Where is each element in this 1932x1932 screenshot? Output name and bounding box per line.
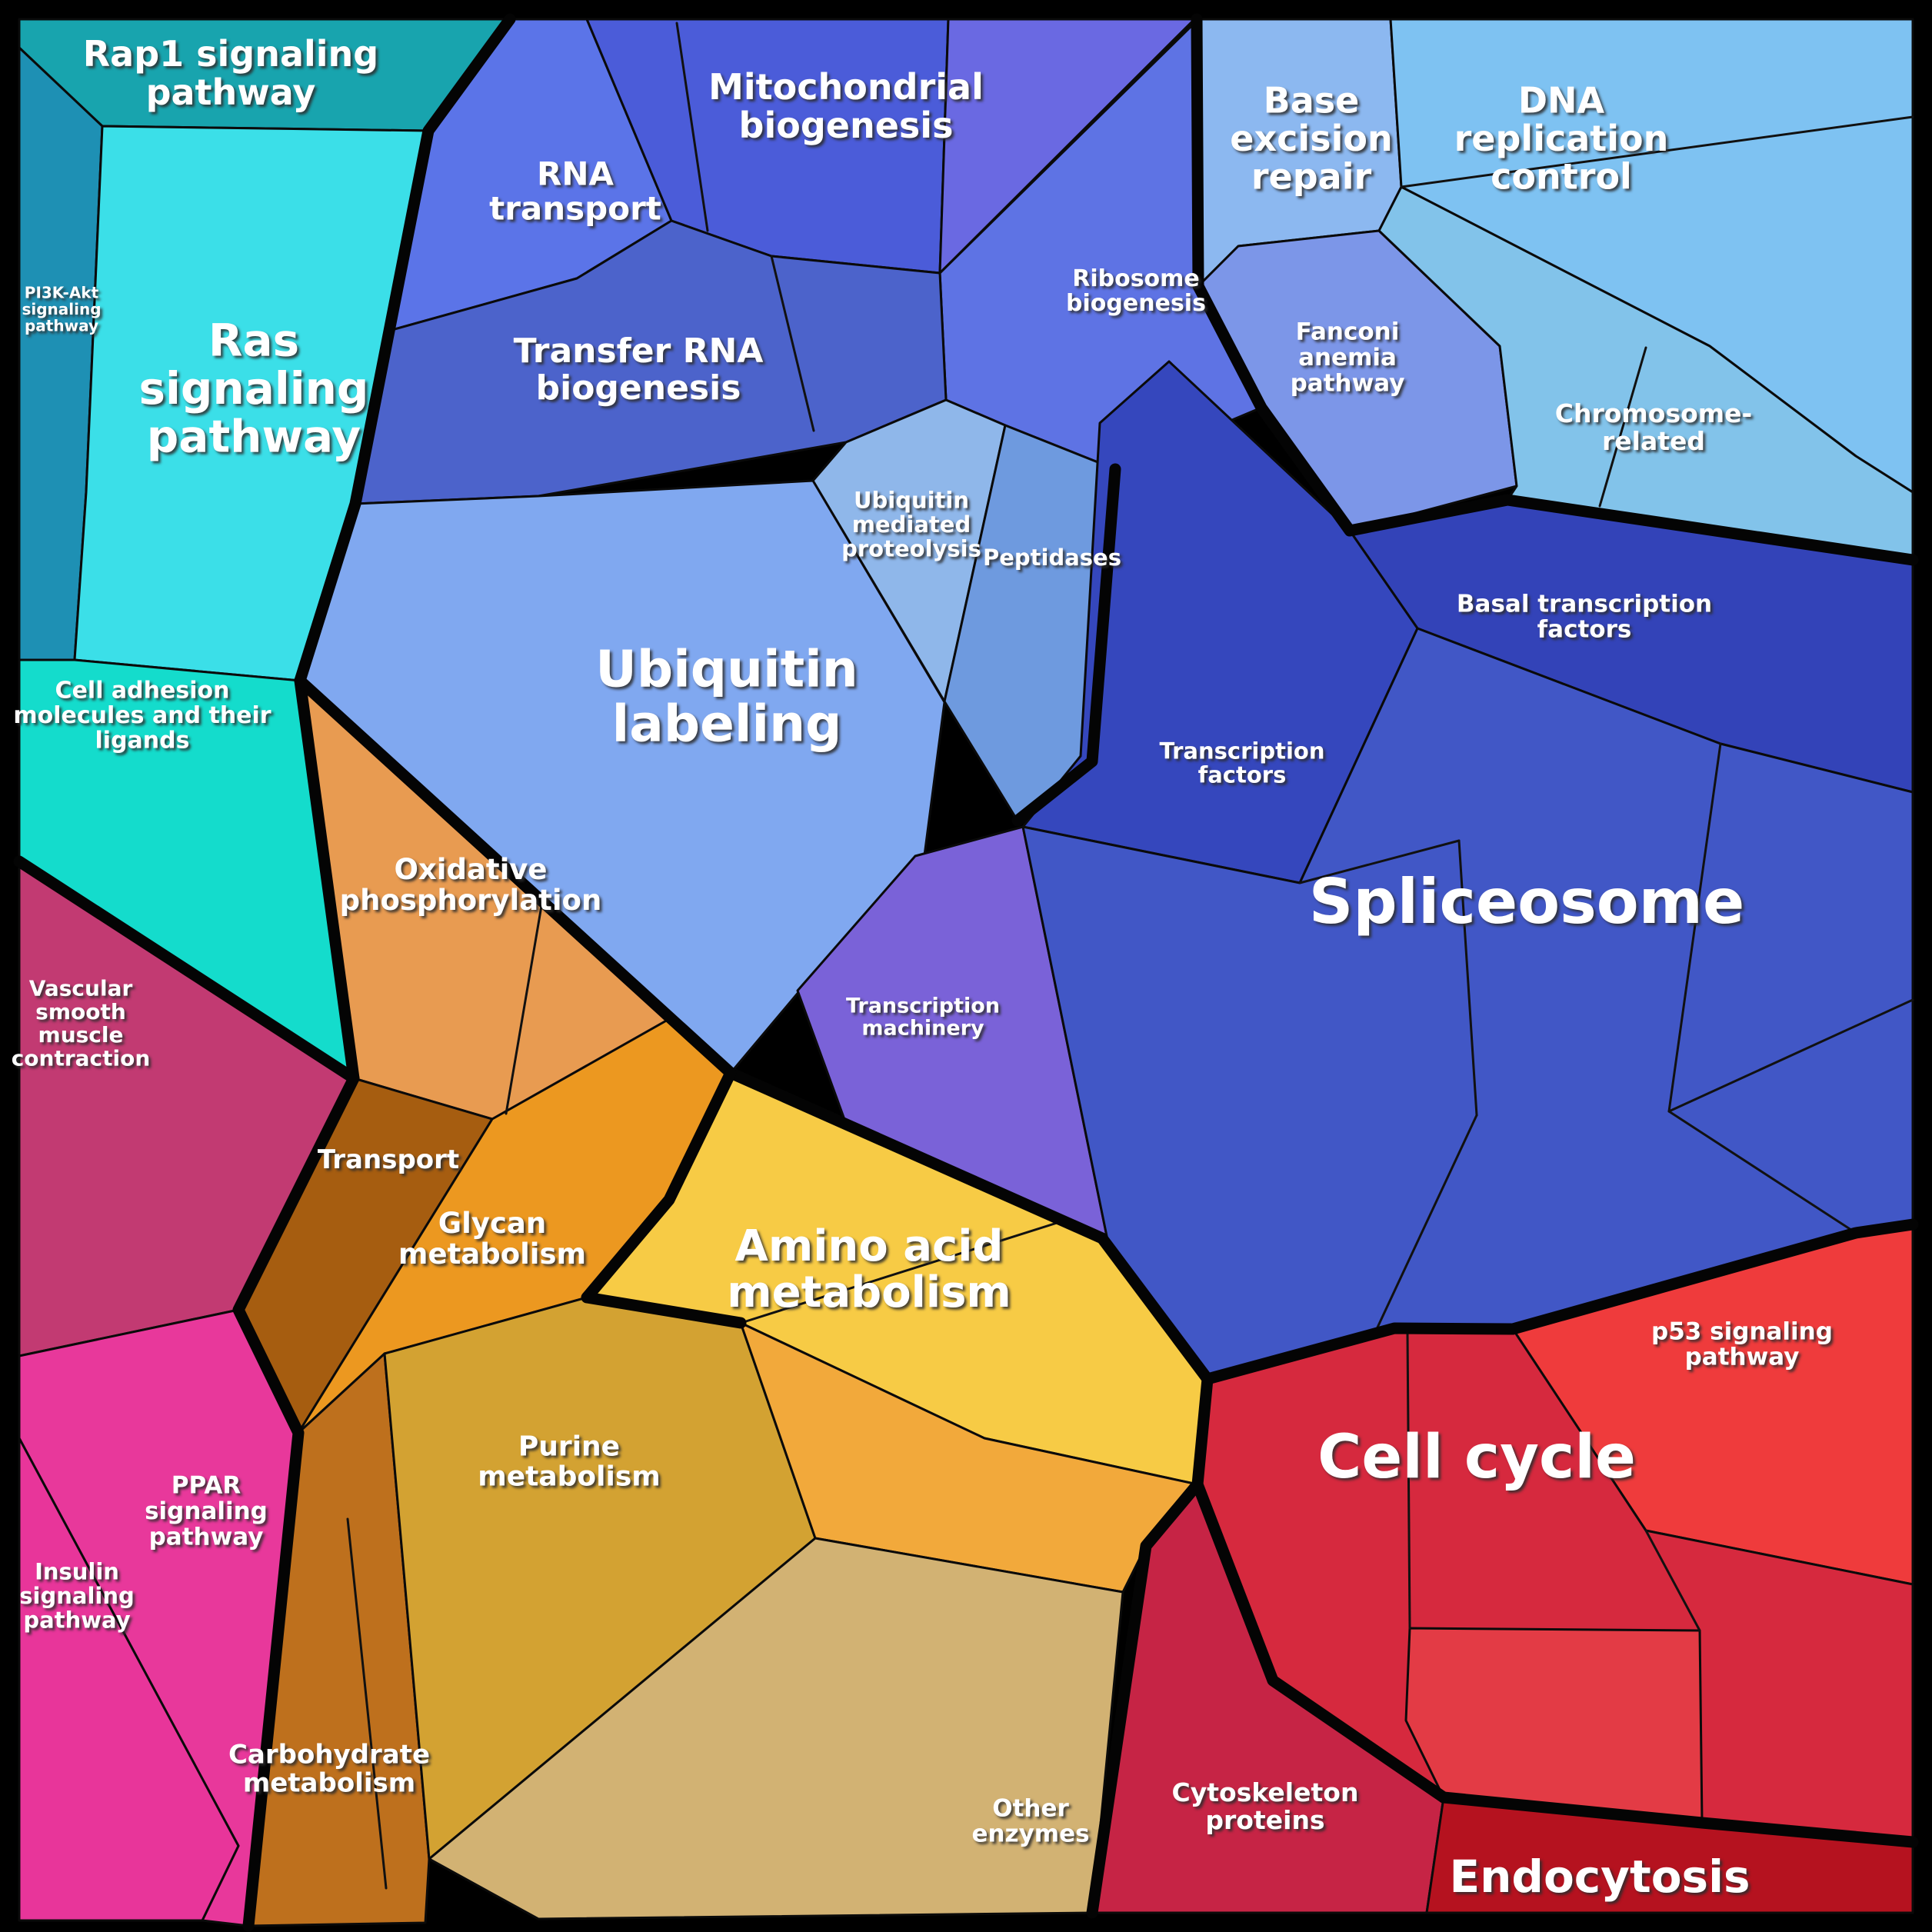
subcell-divider-7 <box>1298 839 1461 884</box>
group-border-1 <box>13 855 360 1932</box>
label-endocytosis: Endocytosis <box>1450 1850 1750 1903</box>
subcell-divider-9 <box>1375 1114 1478 1331</box>
group-border-3 <box>581 1067 747 1329</box>
group-border-5 <box>1201 1218 1919 1385</box>
label-transport: Transport <box>318 1144 459 1175</box>
label-cell-cycle: Cell cycle <box>1317 1423 1636 1492</box>
group-border-0 <box>294 13 516 1084</box>
cell-other-enzymes[interactable] <box>428 1537 1124 1920</box>
group-border-9 <box>1191 1478 1450 1804</box>
subcell-divider-2 <box>1400 115 1914 188</box>
group-border-8 <box>1437 1791 1919 1848</box>
group-border-6 <box>1191 13 1919 566</box>
subcell-divider-6 <box>346 1517 388 1890</box>
cell-insulin-signaling[interactable] <box>18 1437 240 1922</box>
group-border-7 <box>1011 463 1121 827</box>
subcell-divider-5 <box>744 1217 1071 1323</box>
subcell-divider-4 <box>505 900 544 1115</box>
subcell-divider-10 <box>1667 742 1722 1113</box>
subcell-divider-1 <box>770 255 815 432</box>
group-border-4 <box>1086 1373 1214 1919</box>
subcell-divider-3 <box>1598 346 1647 508</box>
subcell-divider-12 <box>1667 998 1914 1113</box>
label-chromosome-related: Chromosome-related <box>1555 398 1753 456</box>
subcell-divider-11 <box>1667 1110 1857 1234</box>
subcell-divider-0 <box>675 22 709 232</box>
subcell-divider-8 <box>1457 839 1478 1117</box>
subcell-divider-13 <box>1406 1331 1411 1630</box>
label-peptidases: Peptidases <box>983 545 1121 571</box>
label-spliceosome: Spliceosome <box>1309 866 1745 938</box>
group-border-2 <box>294 675 1214 1385</box>
cell-ubiquitin-labeling[interactable] <box>298 479 946 1074</box>
cell-chromosome-related[interactable] <box>1377 185 1914 561</box>
subcell-divider-14 <box>1644 1529 1701 1632</box>
